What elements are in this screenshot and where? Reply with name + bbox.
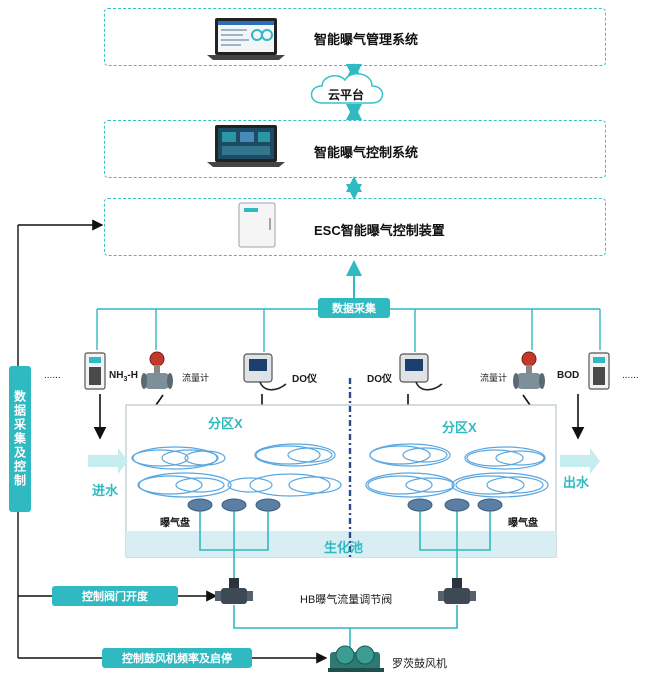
zone-right-label: 分区X bbox=[442, 420, 477, 435]
blower-control-label: 控制鼓风机频率及启停 bbox=[102, 648, 252, 668]
do-meter-right-icon bbox=[398, 352, 446, 394]
tank-water bbox=[126, 531, 556, 557]
bod-analyzer-icon bbox=[588, 352, 610, 390]
management-system-title: 智能曝气管理系统 bbox=[314, 32, 419, 47]
valve-right-icon bbox=[438, 578, 476, 604]
sensors-left-ellipsis: ...... bbox=[44, 370, 61, 381]
cloud-icon bbox=[310, 73, 384, 104]
diffusers-right bbox=[407, 498, 503, 512]
laptop-scada-icon bbox=[207, 124, 285, 168]
flowmeter-left-icon bbox=[140, 350, 174, 394]
outlet-arrow bbox=[560, 448, 600, 474]
tank-label: 生化池 bbox=[324, 540, 364, 555]
roots-blower-icon bbox=[328, 645, 384, 672]
cloud-label: 云平台 bbox=[328, 88, 365, 102]
do-meter-left-label: DO仪 bbox=[292, 374, 317, 385]
inlet-arrow bbox=[88, 448, 128, 474]
outlet-label: 出水 bbox=[563, 475, 590, 490]
flowmeter-left-label: 流量计 bbox=[182, 373, 210, 383]
bod-label: BOD bbox=[557, 370, 580, 381]
diffuser-left-label: 曝气盘 bbox=[160, 518, 190, 529]
control-system-box bbox=[104, 120, 606, 178]
diffusers-left bbox=[187, 498, 281, 512]
flowmeter-right-icon bbox=[512, 350, 546, 394]
laptop-dashboard-icon bbox=[207, 17, 285, 61]
bubbles-left bbox=[131, 443, 342, 498]
inlet-label: 进水 bbox=[92, 483, 119, 498]
zone-left-label: 分区X bbox=[208, 416, 243, 431]
data-collection-label: 数据采集 bbox=[318, 298, 390, 318]
nh3-analyzer-icon bbox=[84, 352, 106, 390]
control-system-title: 智能曝气控制系统 bbox=[314, 145, 419, 160]
side-data-control-label: 数据采集及控制 bbox=[9, 366, 31, 512]
esc-device-box bbox=[104, 198, 606, 256]
do-meter-left-icon bbox=[242, 352, 290, 394]
valve-control-label: 控制阀门开度 bbox=[52, 586, 178, 606]
flowmeter-right-label: 流量计 bbox=[480, 373, 508, 383]
valve-left-icon bbox=[215, 578, 253, 604]
esc-device-title: ESC智能曝气控制装置 bbox=[314, 223, 445, 238]
control-cabinet-icon bbox=[238, 202, 276, 248]
bubbles-right bbox=[365, 443, 549, 498]
do-meter-right-label: DO仪 bbox=[367, 374, 392, 385]
valve-label: HB曝气流量调节阀 bbox=[300, 594, 393, 606]
nh3-label: NH3-H bbox=[109, 370, 138, 383]
diffuser-right-label: 曝气盘 bbox=[508, 518, 538, 529]
blower-label: 罗茨鼓风机 bbox=[392, 658, 447, 670]
sensors-right-ellipsis: ...... bbox=[622, 370, 639, 381]
management-system-box bbox=[104, 8, 606, 66]
